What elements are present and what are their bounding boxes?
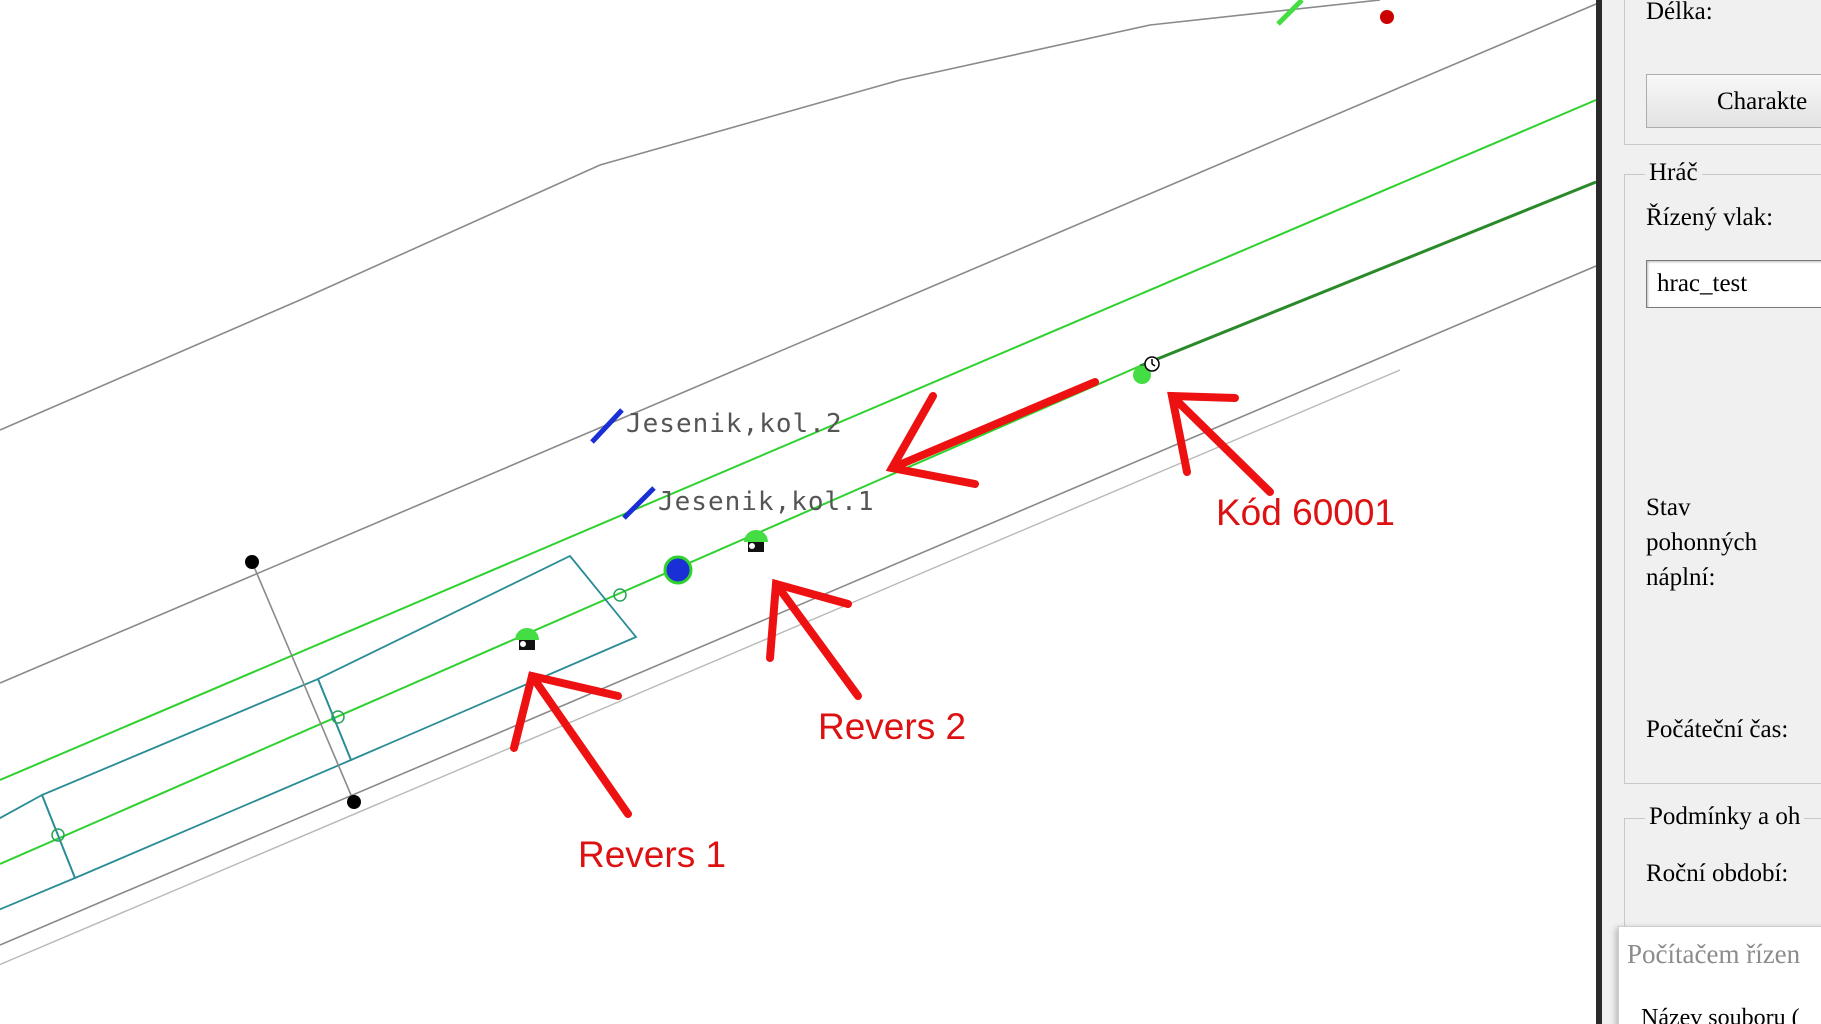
green-signal-marker[interactable] [1276, 0, 1304, 26]
season-label: Roční období: [1646, 860, 1789, 887]
platform-node[interactable] [613, 588, 627, 602]
revers-1-arrow [510, 671, 632, 818]
controlled-train-label: Řízený vlak: [1646, 204, 1774, 231]
cross-section-point[interactable] [347, 795, 361, 809]
fuel-state-label-line2: pohonných [1646, 529, 1758, 556]
code-arrow [1167, 391, 1274, 496]
player-group: Hráč [1624, 159, 1821, 784]
gray-boundary-lower [0, 265, 1597, 946]
track-node[interactable] [663, 555, 693, 585]
platform-block-3[interactable] [0, 793, 77, 926]
platform-node[interactable] [331, 710, 345, 724]
gray-boundary-upper [0, 3, 1597, 684]
file-name-label: Název souboru ( [1641, 1005, 1800, 1024]
code-marker[interactable] [1133, 356, 1160, 384]
fuel-state-label-line1: Stav [1646, 494, 1691, 521]
annotation-revers-2: Revers 2 [818, 706, 967, 747]
controlled-train-field[interactable]: hrac_test [1646, 260, 1821, 308]
platform-node[interactable] [51, 828, 65, 842]
track-main-thick[interactable] [1139, 180, 1597, 368]
direction-arrow [885, 378, 1099, 488]
fuel-state-label-line3: náplní: [1646, 564, 1716, 591]
track-canvas[interactable] [0, 0, 1600, 1024]
map-viewport[interactable]: Jesenik,kol.2 Jesenik,kol.1 Kód 60001 Re… [0, 0, 1600, 1024]
train-group [1624, 0, 1821, 145]
computer-controlled-text: Počítačem řízen [1627, 939, 1801, 969]
revers-marker-2[interactable] [744, 530, 768, 552]
player-group-title: Hráč [1645, 159, 1702, 187]
red-point[interactable] [1380, 10, 1394, 24]
conditions-group-title: Podmínky a oh [1645, 803, 1805, 831]
track-upper[interactable] [0, 99, 1597, 781]
station-marker-1[interactable] [622, 486, 656, 520]
track-main[interactable] [0, 365, 1141, 865]
panel-splitter[interactable] [1596, 0, 1602, 1024]
annotation-code: Kód 60001 [1216, 492, 1396, 533]
station-marker-2[interactable] [590, 408, 624, 444]
start-time-label: Počáteční čas: [1646, 716, 1789, 743]
characteristics-button[interactable]: Charakte [1646, 74, 1821, 128]
platform-block-1[interactable] [316, 554, 638, 762]
revers-marker-1[interactable] [515, 628, 539, 650]
length-label: Délka: [1646, 0, 1713, 25]
station-label-2: Jesenik,kol.2 [626, 409, 843, 439]
properties-panel: Délka: Charakte Hráč Řízený vlak: hrac_t… [1602, 0, 1821, 1024]
conditions-group: Podmínky a oh [1624, 803, 1821, 1024]
cross-section-line[interactable] [251, 561, 355, 803]
annotation-revers-1: Revers 1 [578, 834, 727, 875]
cross-section-point[interactable] [245, 555, 259, 569]
terrain-curve [0, 0, 1381, 431]
station-label-1: Jesenik,kol.1 [658, 487, 875, 517]
computer-controlled-popup[interactable]: Počítačem řízen Název souboru ( [1618, 926, 1821, 1024]
revers-2-arrow [766, 578, 862, 700]
gray-boundary-outer [0, 369, 1401, 966]
